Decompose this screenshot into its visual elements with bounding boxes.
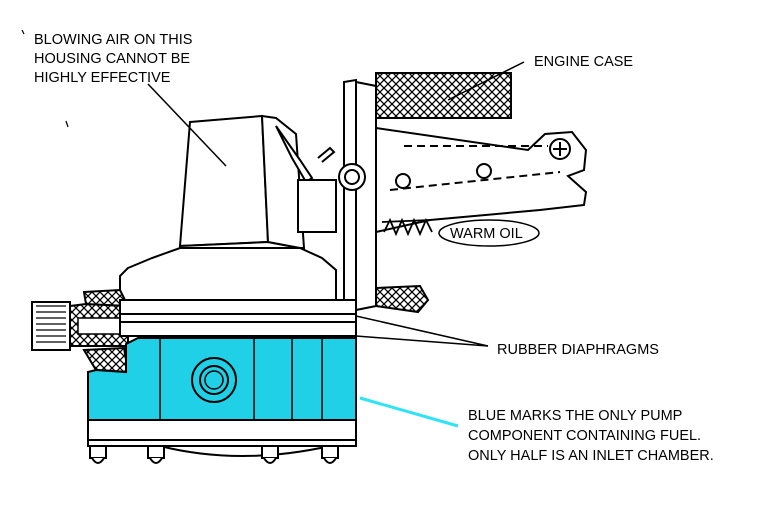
housing-leader — [147, 83, 227, 167]
mounting-flange — [343, 78, 377, 313]
scan-mark — [21, 29, 69, 128]
lower-cover — [87, 419, 357, 457]
diaphragm-leader-upper — [355, 315, 489, 347]
fuel-chamber — [87, 337, 357, 421]
outlet-fitting — [31, 288, 130, 374]
fuel-note-line2: COMPONENT CONTAINING FUEL. — [468, 428, 701, 444]
rocker-arm — [375, 126, 588, 234]
housing-label-line1: BLOWING AIR ON THIS — [34, 32, 192, 48]
return-spring — [381, 217, 433, 237]
warm-oil-label: WARM OIL — [450, 226, 523, 242]
warm-oil-callout — [438, 219, 540, 247]
fuel-note-line3: ONLY HALF IS AN INLET CHAMBER. — [468, 448, 714, 464]
housing-label-line2: HOUSING CANNOT BE — [34, 51, 190, 67]
bail-clip — [275, 125, 366, 233]
upper-housing — [119, 114, 337, 301]
diaphragm-bands — [119, 299, 357, 337]
diaphragms-label: RUBBER DIAPHRAGMS — [497, 342, 659, 358]
diaphragm-leader-lower — [355, 335, 489, 347]
cover-screws — [89, 445, 339, 464]
leader-lines — [147, 61, 525, 428]
engine-case-label: ENGINE CASE — [534, 54, 633, 70]
engine-case-leader — [447, 61, 525, 101]
housing-label-line3: HIGHLY EFFECTIVE — [34, 70, 171, 86]
fuel-note-line1: BLUE MARKS THE ONLY PUMP — [468, 408, 682, 424]
labels: BLOWING AIR ON THIS HOUSING CANNOT BE HI… — [34, 32, 714, 464]
fuel-leader — [359, 396, 459, 428]
